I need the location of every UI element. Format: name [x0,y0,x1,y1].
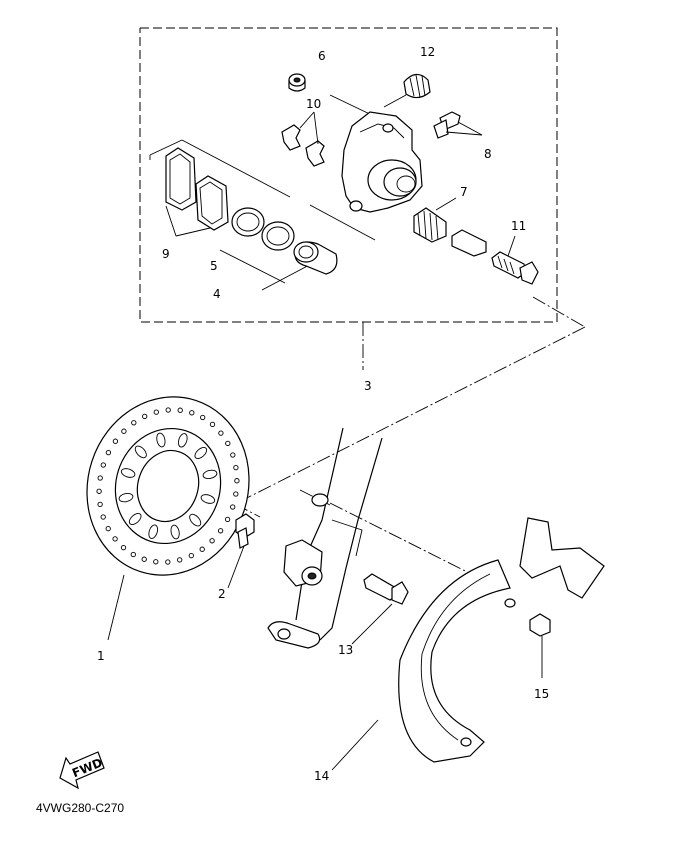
bolt-part-13 [351,573,409,645]
callout-4: 4 [213,287,221,301]
disc-window [120,468,136,478]
disc-hole [121,428,127,434]
piston-part-4 [293,241,338,275]
disc-window [170,524,180,540]
disc-bolt-part-2 [227,513,255,589]
disc-hole [96,488,102,494]
disc-window [200,494,216,504]
callout-8: 8 [484,147,492,161]
disc-hole [230,504,236,510]
brake-disc-part-1 [86,396,250,641]
disc-window [189,513,202,527]
disc-hole [100,462,106,468]
disc-hole [130,551,136,558]
disc-window [202,469,218,480]
disc-window [194,447,208,459]
disc-window [134,445,147,459]
caliper-body [341,111,423,213]
seals-part-5 [231,207,295,251]
disc-window [156,432,166,448]
disc-hole [224,516,231,523]
disc-hole [112,536,118,542]
callout-12: 12 [420,45,435,59]
disc-hole [233,464,239,471]
disc-hole [177,407,183,413]
disc-hole [209,538,215,544]
disc-hole [153,559,159,565]
fork-leg [267,427,383,649]
disc-hole [97,475,103,481]
disc-hole [234,478,240,484]
disc-hole [225,440,231,447]
callout-5: 5 [210,259,218,273]
disc-hole [188,552,194,559]
screw-part-15 [529,613,551,678]
figure-code: 4VWG280-C270 [36,801,124,815]
disc-hole [233,491,239,497]
disc-hole [153,409,159,415]
disc-cover-part-14 [331,517,605,771]
disc-hole [141,556,147,562]
disc-hole [105,449,112,456]
bushing-part-6 [288,73,306,92]
callout-14: 14 [314,769,329,783]
disc-hole [209,421,216,428]
disc-hole [165,407,171,413]
disc-hole [177,557,183,563]
callout-15: 15 [534,687,549,701]
disc-hole [199,546,205,552]
callout-13: 13 [338,643,353,657]
fwd-arrow-icon: FWD [59,751,105,790]
disc-hole [230,452,236,458]
pad-clips-part-10 [281,111,325,167]
disc-hole [131,420,137,426]
disc-hole [97,501,103,508]
callout-7: 7 [460,185,468,199]
callout-6: 6 [318,49,326,63]
disc-hole [200,414,206,421]
callout-3: 3 [364,379,372,393]
caliper-assembly-boundary [139,27,558,323]
bolt-part-11 [491,235,539,285]
disc-window [118,492,134,503]
bleed-screw-part-8 [433,111,483,139]
disc-hole [217,528,224,534]
disc-window [128,513,142,525]
disc-hole [120,544,127,551]
cap-part-12 [403,73,431,99]
disc-hole [218,430,224,436]
callout-2: 2 [218,587,226,601]
disc-hole [112,438,119,444]
disc-window [148,524,159,539]
disc-window [177,433,188,448]
disc-hole [142,413,148,420]
callout-9: 9 [162,247,170,261]
disc-hole [165,559,171,565]
disc-hole [189,410,195,416]
disc-hole [105,525,111,532]
boot-and-pin-part-7 [413,197,487,257]
callout-1: 1 [97,649,105,663]
callout-10: 10 [306,97,321,111]
disc-hole [100,514,106,520]
callout-11: 11 [511,219,526,233]
brake-pads-part-9 [165,147,229,237]
